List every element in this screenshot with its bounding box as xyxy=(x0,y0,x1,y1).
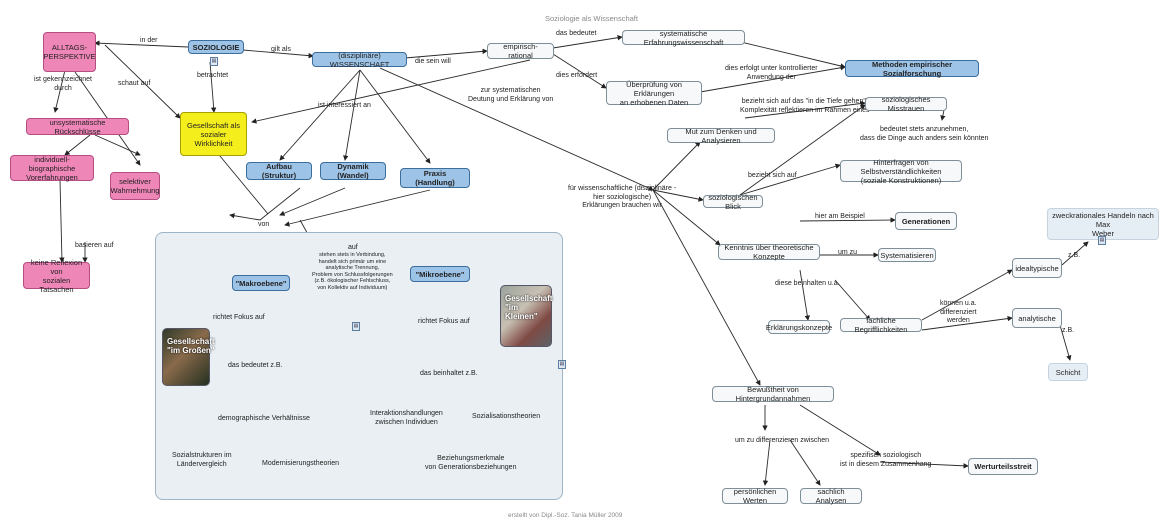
node-methoden[interactable]: Methoden empirischer Sozialforschung xyxy=(845,60,979,78)
node-hinterfragen[interactable]: Hinterfragen von Selbstverständlichkeite… xyxy=(840,158,962,185)
label-ist-interessiert: ist interessiert an xyxy=(318,102,371,109)
node-analytische[interactable]: analytische xyxy=(1012,308,1062,328)
map-title: Soziologie als Wissenschaft xyxy=(545,14,638,23)
label-schaut-auf: schaut auf xyxy=(118,80,151,87)
node-sozialisationstheorien[interactable]: Sozialisationstheorien xyxy=(472,413,541,420)
node-empirisch-rational[interactable]: empirisch-rational xyxy=(487,42,554,60)
label-fuer-wissenschaftliche: für wissenschaftliche (disziplinäre - hi… xyxy=(568,185,677,209)
label-auf: auf xyxy=(348,244,358,251)
label-koennen-ua: können u.a. differenziert werden xyxy=(940,300,977,324)
node-beziehungsmerkmale[interactable]: Beziehungsmerkmale von Generationsbezieh… xyxy=(425,455,517,471)
node-selektiver-wahrnehmung[interactable]: selektiver Wahrnehmung xyxy=(110,172,160,200)
node-aufbau-struktur[interactable]: Aufbau (Struktur) xyxy=(246,162,312,180)
node-werturteilsstreit[interactable]: Werturteilsstreit xyxy=(968,458,1038,475)
node-bewusstheit[interactable]: Bewußtheit von Hintergrundannahmen xyxy=(712,385,834,403)
label-stehen-stets: stehen stets in Verbindung, handelt sich… xyxy=(312,252,393,291)
node-systematische-erfahrungswissenschaft[interactable]: systematische Erfahrungswissenschaft xyxy=(622,29,745,47)
label-das-bedeutet-zb: das bedeutet z.B. xyxy=(228,362,283,369)
node-dynamik-wandel[interactable]: Dynamik (Wandel) xyxy=(320,162,386,180)
node-persoenlichen-werten[interactable]: persönlichen Werten xyxy=(722,487,788,505)
label-um-zu-differenzieren: um zu differenzieren zwischen xyxy=(735,437,830,444)
label-hier-am-beispiel: hier am Beispiel xyxy=(815,213,865,220)
label-gilt-als: gilt als xyxy=(271,46,291,53)
label-ist-gekennzeichnet: ist gekennzeichnet durch xyxy=(34,76,92,92)
makro-mikro-panel xyxy=(155,232,563,500)
node-generationen[interactable]: Generationen xyxy=(895,212,957,230)
photo-gesellschaft-im-kleinen: Gesellschaft "im Kleinen" xyxy=(500,285,553,347)
label-von: von xyxy=(258,221,270,228)
node-gesellschaft-soziale-wirklichkeit[interactable]: Gesellschaft als sozialer Wirklichkeit xyxy=(180,112,247,156)
node-sachlich-analysen[interactable]: sachlich Analysen xyxy=(800,487,862,505)
node-zweckrationales-handeln[interactable]: zweckrationales Handeln nach Max Weber xyxy=(1047,208,1159,240)
label-in-der: in der xyxy=(140,37,158,44)
node-modernisierungstheorien[interactable]: Modernisierungstheorien xyxy=(262,460,340,467)
node-kenntnis-theoretische-konzepte[interactable]: Kenntnis über theoretische Konzepte xyxy=(718,243,820,261)
label-bedeutet-stets: bedeutet stets anzunehmen, dass die Ding… xyxy=(860,126,989,142)
note-icon[interactable]: ▤ xyxy=(352,322,360,331)
label-zb-idealtypische: z.B. xyxy=(1068,252,1081,259)
node-idealtypische[interactable]: idealtypische xyxy=(1012,258,1062,278)
footer-credit: erstellt von Dipl.-Soz. Tania Müller 200… xyxy=(508,512,623,519)
node-soziologie[interactable]: SOZIOLOGIE xyxy=(188,40,244,54)
label-richtet-fokus-mikro: richtet Fokus auf xyxy=(418,318,470,325)
node-demographische[interactable]: demographische Verhältnisse xyxy=(218,415,310,422)
node-soziologisches-misstrauen[interactable]: soziologisches Misstrauen xyxy=(865,95,947,113)
node-wissenschaft[interactable]: (disziplinäre) WISSENSCHAFT xyxy=(312,51,407,69)
node-alltags-perspektive[interactable]: ALLTAGS- PERSPEKTIVE xyxy=(43,32,96,72)
label-zb-analytische: z.B. xyxy=(1062,327,1075,334)
photo-caption-makro: Gesellschaft "im Großen" xyxy=(167,337,215,355)
label-betrachtet: betrachtet xyxy=(197,72,229,79)
node-erklaerungskonzepte[interactable]: Erklärungskonzepte xyxy=(766,320,832,334)
label-diese-beinhalten: diese beinhalten u.a. xyxy=(775,280,840,287)
node-individuell-biographische[interactable]: individuell-biographische Vorerfahrungen xyxy=(10,155,94,182)
node-ueberpruefung[interactable]: Überprüfung von Erklärungen an erhobenen… xyxy=(606,80,702,107)
label-spezifisch-soziologisch: spezifisch soziologisch ist in diesem Zu… xyxy=(840,452,932,468)
node-sozialstrukturen[interactable]: Sozialstrukturen im Ländervergleich xyxy=(172,452,232,468)
label-zur-systematischen: zur systematischen Deutung und Erklärung… xyxy=(468,87,554,103)
photo-caption-mikro: Gesellschaft "im Kleinen" xyxy=(505,294,553,321)
label-um-zu: um zu xyxy=(838,249,858,256)
label-dies-erfordert: dies erfordert xyxy=(556,72,598,79)
label-die-sein-will: die sein will xyxy=(415,58,451,65)
node-soziologischen-blick[interactable]: soziologischen Blick xyxy=(703,193,763,211)
node-unsystematische-rueckschluesse[interactable]: unsystematische Rückschlüsse xyxy=(26,118,129,136)
node-praxis-handlung[interactable]: Praxis (Handlung) xyxy=(400,168,470,188)
note-icon[interactable]: ▤ xyxy=(1098,236,1106,245)
attachment-icon[interactable]: ▤ xyxy=(210,57,218,66)
node-keine-reflexion[interactable]: keine Reflexion von sozialen Tatsachen xyxy=(23,258,90,294)
label-bezieht-tiefe: bezieht sich auf das "in die Tiefe gehen… xyxy=(740,98,870,114)
label-basieren-auf: basieren auf xyxy=(75,242,114,249)
node-systematisieren[interactable]: Systematisieren xyxy=(878,248,936,262)
node-interaktionshandlungen[interactable]: Interaktionshandlungen zwischen Individu… xyxy=(370,410,443,426)
node-mut-zum-denken[interactable]: Mut zum Denken und Analysieren xyxy=(667,127,775,145)
node-schicht[interactable]: Schicht xyxy=(1048,363,1088,381)
label-das-beinhaltet-zb: das beinhaltet z.B. xyxy=(420,370,478,377)
label-richtet-fokus-makro: richtet Fokus auf xyxy=(213,314,265,321)
node-fachliche-begrifflichkeiten[interactable]: fachliche Begrifflichkeiten xyxy=(840,316,922,334)
label-das-bedeutet: das bedeutet xyxy=(556,30,597,37)
photo-gesellschaft-im-grossen: Gesellschaft "im Großen" xyxy=(162,328,215,386)
label-dies-erfolgt: dies erfolgt unter kontrollierter Anwend… xyxy=(725,65,818,81)
link-icon[interactable]: ▤ xyxy=(558,360,566,369)
node-mikroebene[interactable]: "Mikroebene" xyxy=(410,266,470,282)
node-makroebene[interactable]: "Makroebene" xyxy=(232,275,290,291)
label-bezieht-sich-auf: bezieht sich auf xyxy=(748,172,797,179)
